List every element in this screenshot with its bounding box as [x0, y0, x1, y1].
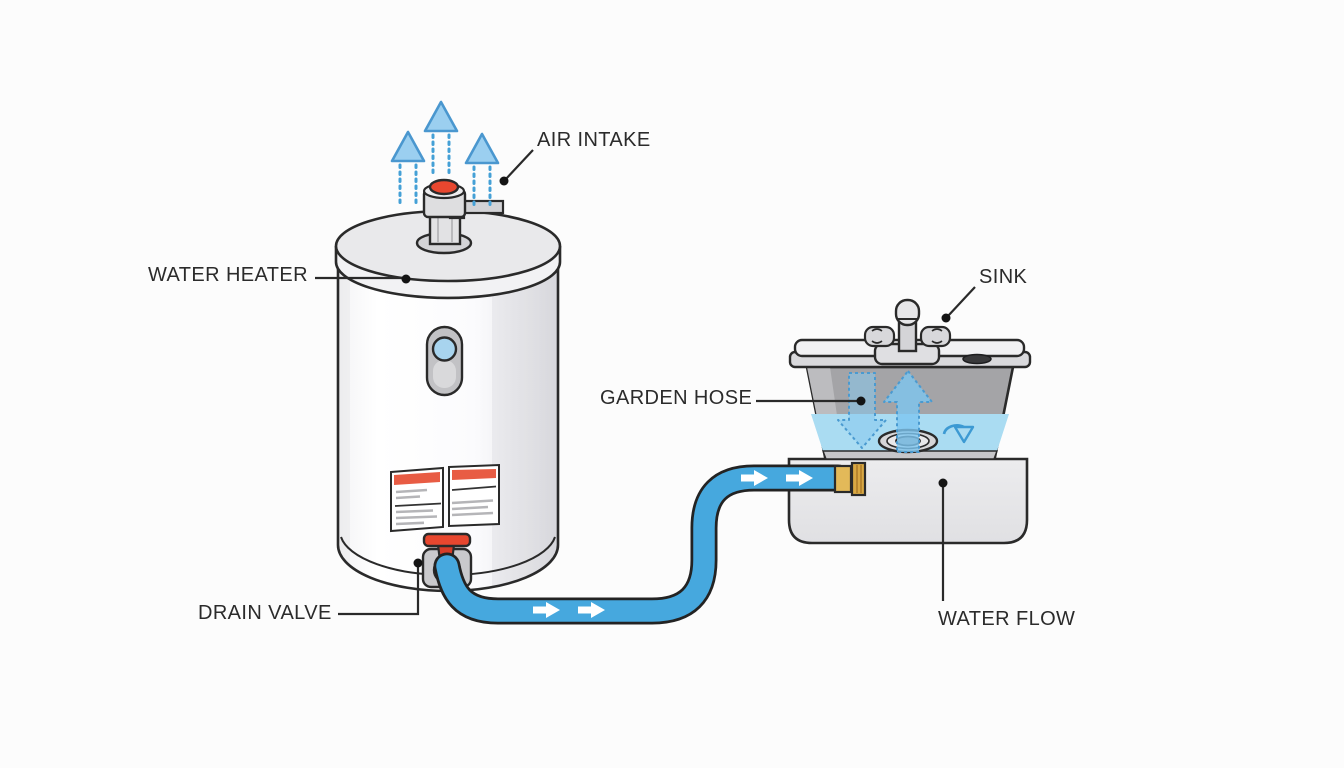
basin-flow-arrows	[837, 370, 975, 453]
sink-overflow-slot	[962, 353, 992, 365]
basin-up-arrow	[883, 370, 933, 453]
air-arrow-middle	[423, 100, 459, 175]
faucet-spout-top	[894, 298, 921, 327]
hose-tube	[436, 467, 849, 622]
hose-flow-arrows	[533, 470, 813, 618]
faucet-handle-right	[919, 325, 952, 348]
temperature-gauge	[425, 325, 464, 397]
dot-air-intake	[499, 176, 509, 186]
label-water-heater: WATER HEATER	[148, 264, 308, 286]
dot-water-heater	[401, 274, 411, 284]
dot-drain-valve	[413, 558, 423, 568]
warning-label-right-header	[452, 469, 496, 480]
gauge-stem	[433, 360, 456, 388]
faucet-handle-left-detail	[871, 328, 883, 344]
air-flow-arrows	[390, 100, 500, 208]
dot-garden-hose	[856, 396, 866, 406]
tank-shading-left	[338, 262, 350, 591]
warning-label-right-rule	[451, 485, 497, 491]
leader-lines	[315, 149, 976, 616]
warning-label-right	[448, 463, 500, 528]
garden-hose	[433, 461, 867, 625]
basin-curl-arrow	[942, 424, 975, 444]
label-air-intake: AIR INTAKE	[537, 129, 651, 151]
leader-dots	[401, 176, 951, 568]
warning-label-left-rule	[394, 502, 442, 507]
sink	[787, 298, 1032, 545]
valve-handle	[459, 199, 505, 215]
valve-red-cap	[428, 178, 460, 196]
basin-down-arrow	[837, 372, 887, 449]
air-arrow-left	[390, 130, 426, 208]
label-garden-hose: GARDEN HOSE	[600, 387, 753, 409]
water-heater	[334, 178, 562, 593]
faucet-handle-right-detail	[931, 328, 943, 344]
dot-sink	[941, 313, 951, 323]
leader-air-intake	[504, 149, 534, 181]
warning-labels	[390, 463, 500, 533]
label-sink: SINK	[979, 266, 1028, 288]
sink-basin-front-lip	[821, 450, 999, 460]
tank-shading-right	[492, 262, 558, 591]
warning-label-left-header	[394, 472, 440, 485]
hose-brass-connector	[833, 461, 867, 497]
label-drain-valve: DRAIN VALVE	[198, 602, 332, 624]
air-intake-valve	[415, 178, 505, 255]
drain-valve-handle	[422, 532, 472, 548]
label-water-flow: WATER FLOW	[938, 608, 1076, 630]
air-arrow-right	[464, 132, 500, 208]
leader-sink	[947, 286, 976, 317]
faucet	[863, 298, 952, 366]
dot-water-flow	[938, 478, 948, 488]
gauge-dial	[431, 336, 458, 362]
warning-label-right-textlines	[451, 499, 494, 517]
leader-drain-valve	[338, 566, 420, 616]
warning-label-left-textlines	[395, 488, 438, 526]
